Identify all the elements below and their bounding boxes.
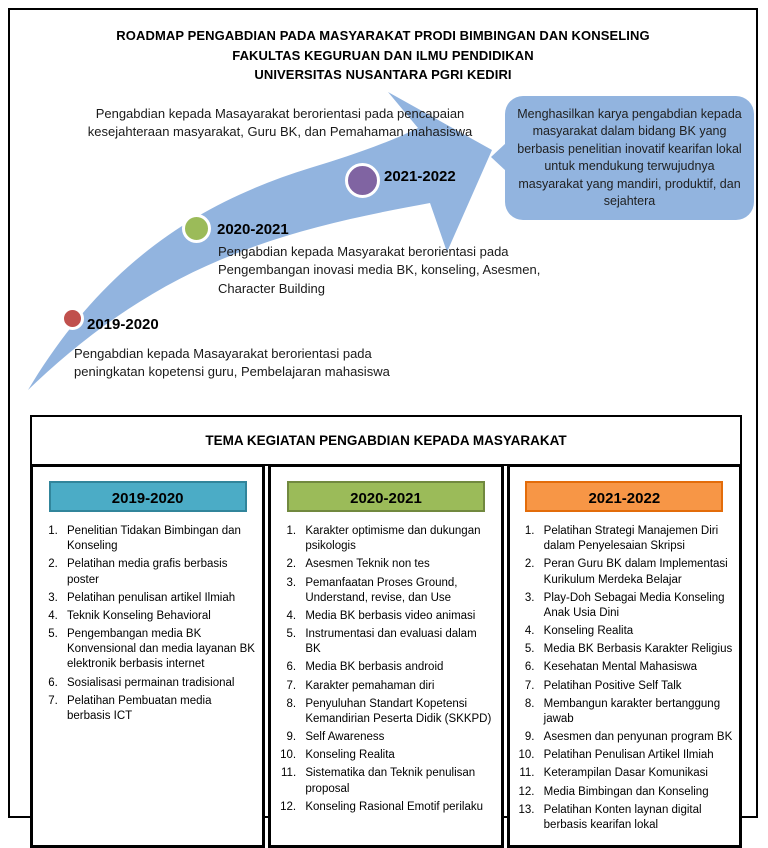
- theme-item: Pemanfaatan Proses Ground, Understand, r…: [299, 576, 494, 606]
- theme-item: Pelatihan Positive Self Talk: [538, 679, 733, 694]
- themes-columns: 2019-2020 Penelitian Tidakan Bimbingan d…: [30, 464, 742, 848]
- theme-item: Asesmen dan penyunan program BK: [538, 730, 733, 745]
- theme-item: Konseling Rasional Emotif perilaku: [299, 800, 494, 815]
- title-line-1: ROADMAP PENGABDIAN PADA MASYARAKAT PRODI…: [116, 28, 650, 43]
- theme-item: Instrumentasi dan evaluasi dalam BK: [299, 627, 494, 657]
- theme-item: Pelatihan Konten laynan digital berbasis…: [538, 803, 733, 833]
- title-line-3: UNIVERSITAS NUSANTARA PGRI KEDIRI: [254, 67, 512, 82]
- theme-column-2019-header: 2019-2020: [48, 481, 247, 512]
- theme-item: Pelatihan Penulisan Artikel Ilmiah: [538, 748, 733, 763]
- theme-item: Sistematika dan Teknik penulisan proposa…: [299, 766, 494, 796]
- roadmap-section: Pengabdian kepada Masayarakat berorienta…: [10, 10, 756, 410]
- theme-item: Pelatihan penulisan artikel Ilmiah: [61, 591, 256, 606]
- milestone-2020-description: Pengabdian kepada Masyarakat berorientas…: [218, 244, 541, 296]
- theme-item: Kesehatan Mental Mahasiswa: [538, 660, 733, 675]
- milestone-2021-dot: [345, 163, 380, 198]
- theme-item: Penyuluhan Standart Kopetensi Kemandiria…: [299, 697, 494, 727]
- milestone-2021-description: Pengabdian kepada Masayarakat berorienta…: [87, 106, 473, 140]
- theme-column-2019: 2019-2020 Penelitian Tidakan Bimbingan d…: [30, 464, 266, 848]
- theme-item: Sosialisasi permainan tradisional: [61, 676, 256, 691]
- milestone-2019-year: 2019-2020: [87, 316, 159, 333]
- milestone-2020-year: 2020-2021: [217, 221, 289, 238]
- slide-frame: ROADMAP PENGABDIAN PADA MASYARAKAT PRODI…: [8, 8, 758, 848]
- theme-item: Media Bimbingan dan Konseling: [538, 785, 733, 800]
- theme-item: Pengembangan media BK Konvensional dan m…: [61, 627, 256, 673]
- theme-item: Media BK berbasis video animasi: [299, 609, 494, 624]
- theme-column-2021-header: 2021-2022: [525, 481, 724, 512]
- theme-column-2020-header: 2020-2021: [286, 481, 485, 512]
- milestone-2020-dot: [182, 214, 211, 243]
- theme-item: Teknik Konseling Behavioral: [61, 609, 256, 624]
- milestone-2021-year: 2021-2022: [384, 168, 456, 185]
- roadmap-arrow-path: [28, 92, 492, 390]
- theme-list-2020: Karakter optimisme dan dukungan psikolog…: [271, 524, 494, 815]
- theme-item: Media BK Berbasis Karakter Religius: [538, 642, 733, 657]
- callout-tail: [491, 143, 506, 171]
- goal-callout: Menghasilkan karya pengabdian kepada mas…: [505, 96, 754, 220]
- theme-item: Peran Guru BK dalam Implementasi Kurikul…: [538, 557, 733, 587]
- theme-item: Pelatihan Strategi Manajemen Diri dalam …: [538, 524, 733, 554]
- theme-item: Konseling Realita: [299, 748, 494, 763]
- roadmap-arrow: [28, 92, 506, 390]
- theme-list-2021: Pelatihan Strategi Manajemen Diri dalam …: [510, 524, 733, 833]
- theme-item: Karakter pemahaman diri: [299, 679, 494, 694]
- theme-list-2019: Penelitian Tidakan Bimbingan dan Konseli…: [33, 524, 256, 724]
- theme-column-2020: 2020-2021 Karakter optimisme dan dukunga…: [268, 464, 504, 848]
- theme-item: Asesmen Teknik non tes: [299, 557, 494, 572]
- theme-item: Media BK berbasis android: [299, 660, 494, 675]
- theme-item: Play-Doh Sebagai Media Konseling Anak Us…: [538, 591, 733, 621]
- theme-item: Konseling Realita: [538, 624, 733, 639]
- themes-heading: TEMA KEGIATAN PENGABDIAN KEPADA MASYARAK…: [30, 415, 742, 466]
- milestone-2019-description: Pengabdian kepada Masayarakat berorienta…: [74, 346, 390, 380]
- theme-column-2021: 2021-2022 Pelatihan Strategi Manajemen D…: [506, 464, 742, 848]
- theme-item: Membangun karakter bertanggung jawab: [538, 697, 733, 727]
- themes-section: TEMA KEGIATAN PENGABDIAN KEPADA MASYARAK…: [30, 415, 742, 848]
- page-title: ROADMAP PENGABDIAN PADA MASYARAKAT PRODI…: [10, 26, 756, 85]
- theme-item: Self Awareness: [299, 730, 494, 745]
- title-line-2: FAKULTAS KEGURUAN DAN ILMU PENDIDIKAN: [232, 47, 534, 63]
- theme-item: Keterampilan Dasar Komunikasi: [538, 766, 733, 781]
- theme-item: Penelitian Tidakan Bimbingan dan Konseli…: [61, 524, 256, 554]
- theme-item: Pelatihan media grafis berbasis poster: [61, 557, 256, 587]
- milestone-2019-dot: [61, 307, 84, 330]
- goal-callout-text: Menghasilkan karya pengabdian kepada mas…: [517, 106, 742, 209]
- theme-item: Karakter optimisme dan dukungan psikolog…: [299, 524, 494, 554]
- theme-item: Pelatihan Pembuatan media berbasis ICT: [61, 694, 256, 724]
